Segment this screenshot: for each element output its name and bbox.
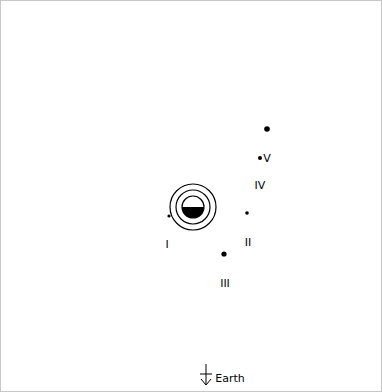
moon-dot: [264, 126, 270, 132]
moon-dot: [258, 156, 262, 160]
direction-label: Earth: [215, 373, 245, 384]
moon-label: IV: [255, 180, 266, 191]
moon-dot: [245, 211, 249, 215]
earth-arrow: [200, 364, 212, 385]
moon-label: V: [263, 153, 271, 164]
moon-label: III: [220, 278, 230, 289]
moon-dot: [167, 214, 170, 217]
moon-label: I: [165, 239, 168, 250]
jupiter-symbol: [170, 184, 216, 230]
moon-label: II: [245, 237, 252, 248]
moon-dot: [221, 251, 226, 256]
